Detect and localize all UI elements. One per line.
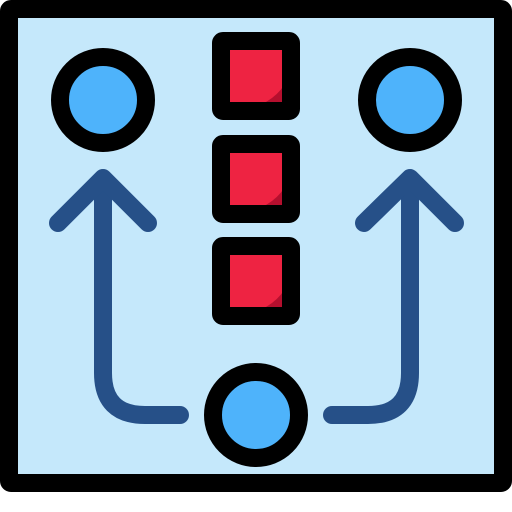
square-marker-3: [212, 237, 300, 325]
right-arrow-shaft: [323, 171, 419, 424]
left-arrow-head: [49, 169, 157, 232]
right-node-circle: [358, 48, 462, 152]
square-marker-2: [212, 135, 300, 223]
left-arrow-shaft: [94, 171, 189, 424]
left-node-circle: [51, 48, 155, 152]
square-marker-1: [212, 32, 300, 120]
bottom-node-circle: [204, 363, 308, 467]
flow-arrows: [49, 169, 464, 424]
right-arrow-head: [355, 169, 464, 232]
